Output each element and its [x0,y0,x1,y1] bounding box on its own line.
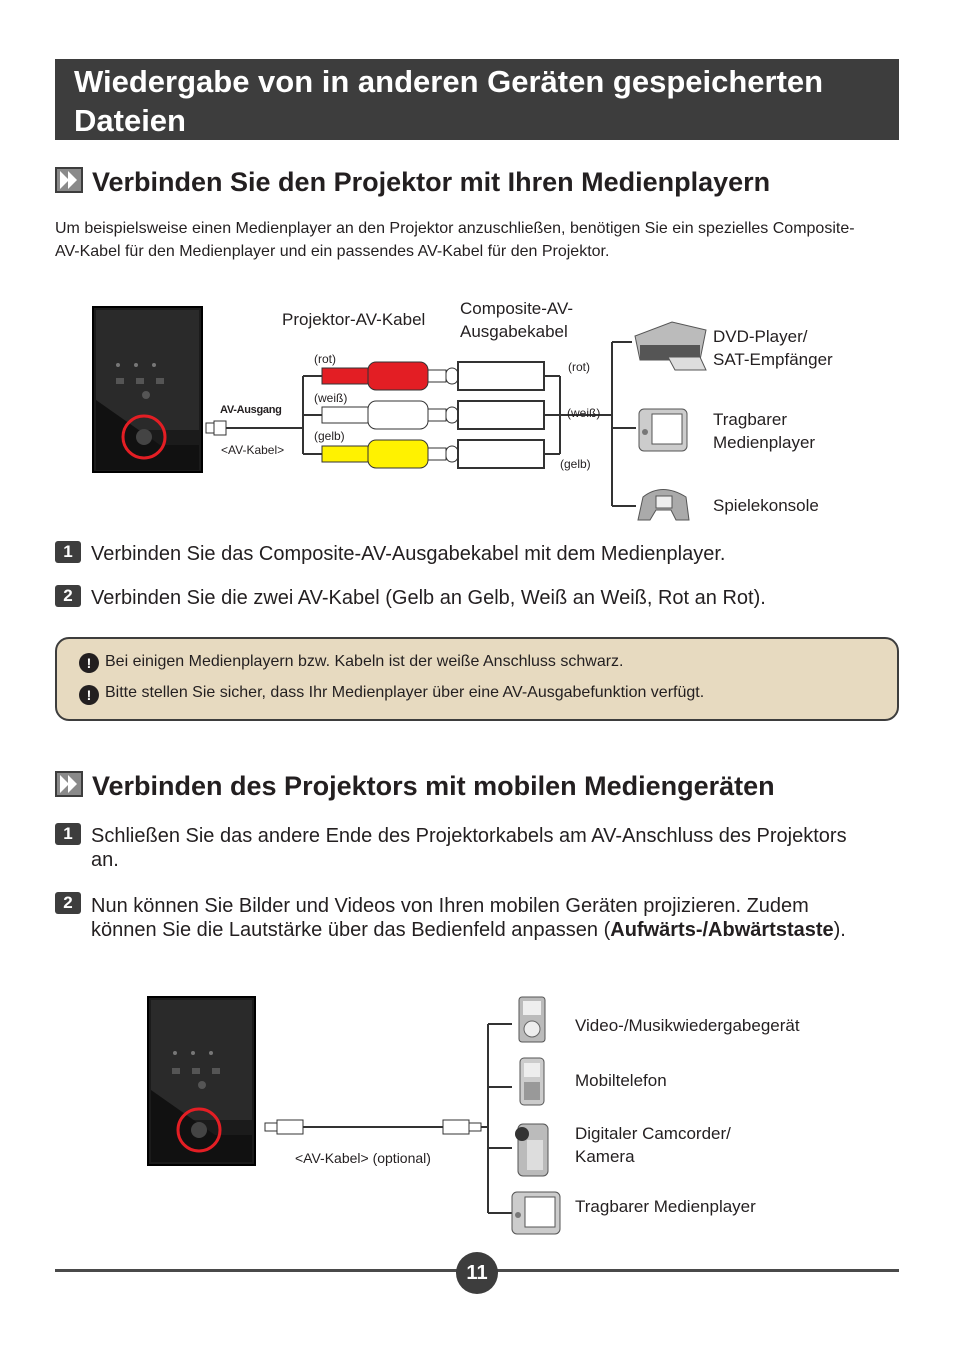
music-player-icon [518,996,546,1043]
step-number-badge: 1 [55,541,81,563]
composite-cable-label: Composite-AV-Ausgabekabel [460,299,574,341]
portable-player-label: Tragbarer Medienplayer [713,410,816,452]
step-text: Nun können Sie Bilder und Videos von Ihr… [91,894,861,942]
rca-red [321,361,447,391]
step-number-badge: 1 [55,823,81,845]
white-label-right: (weiß) [567,406,601,420]
step-text: Verbinden Sie die zwei AV-Kabel (Gelb an… [91,587,766,609]
portable-player-icon [638,408,688,452]
section-heading: Verbinden des Projektors mit mobilen Med… [92,771,775,801]
dvd-player-icon [634,321,707,371]
mobile-phone-icon [519,1057,545,1106]
step-text-part: Nun können Sie Bilder und Videos von Ihr… [91,895,809,941]
exclamation-icon: ! [79,653,99,673]
portable-player-icon [511,1191,561,1235]
rca-yellow [321,439,447,469]
projector-av-cable-label: Projektor-AV-Kabel [282,310,426,329]
exclamation-icon: ! [79,685,99,705]
title-bar: Wiedergabe von in anderen Geräten gespei… [55,59,899,140]
step-text-part: ). [833,919,846,941]
footer-rule [55,1269,460,1272]
step-text: Verbinden Sie das Composite-AV-Ausgabeka… [91,543,726,565]
av-cable-label: <AV-Kabel> [221,443,285,457]
av-output-label: AV-Ausgang [220,404,282,416]
av-cable-optional-label: <AV-Kabel> (optional) [295,1150,431,1166]
rca-white [321,400,447,430]
red-label-right: (rot) [568,360,590,374]
section-arrow-icon [55,771,83,797]
game-console-label: Spielekonsole [713,496,819,515]
camcorder-icon [515,1123,549,1177]
page-title: Wiedergabe von in anderen Geräten gespei… [74,64,824,138]
projector-illustration [147,996,256,1166]
projector-illustration [92,306,203,473]
step-number-badge: 2 [55,892,81,914]
music-player-label: Video-/Musikwiedergabegerät [575,1016,800,1035]
button-name: Aufwärts-/Abwärtstaste [610,919,834,941]
yellow-label-right: (gelb) [560,457,591,471]
note-text: Bei einigen Medienplayern bzw. Kabeln is… [105,653,624,670]
step-text: Schließen Sie das andere Ende des Projek… [91,825,847,871]
mobile-phone-label: Mobiltelefon [575,1071,667,1090]
note-box: ! Bei einigen Medienplayern bzw. Kabeln … [55,637,899,721]
dvd-player-label: DVD-Player/ SAT-Empfänger [713,327,833,369]
section-heading: Verbinden Sie den Projektor mit Ihren Me… [92,167,771,197]
footer-rule [496,1269,899,1272]
section-arrow-icon [55,167,83,193]
portable-player-label: Tragbarer Medienplayer [575,1197,756,1216]
white-label-left: (weiß) [314,391,348,405]
yellow-label-left: (gelb) [314,429,345,443]
game-console-icon [637,489,690,521]
intro-paragraph: Um beispielsweise einen Medienplayer an … [55,220,855,260]
red-label-left: (rot) [314,352,336,366]
note-text: Bitte stellen Sie sicher, dass Ihr Medie… [105,684,705,701]
page-number: 11 [456,1252,498,1294]
step-number-badge: 2 [55,585,81,607]
camcorder-label: Digitaler Camcorder/ Kamera [575,1124,731,1166]
